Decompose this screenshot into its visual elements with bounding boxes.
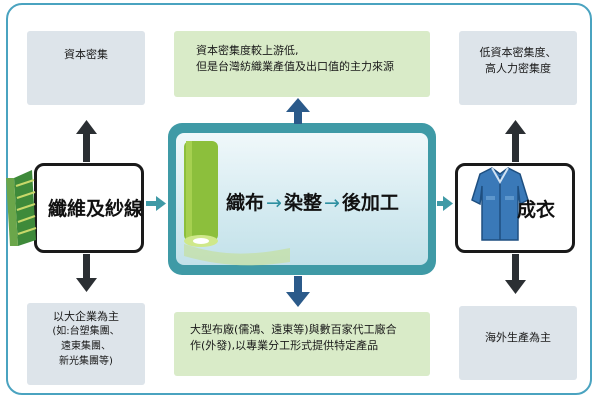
jacket-icon	[471, 167, 529, 241]
center-step-1: 織布	[226, 192, 265, 214]
bottom-right-text: 海外生產為主	[485, 331, 551, 344]
left-stage-label: 纖維及紗線	[48, 198, 144, 220]
top-center-line-1: 資本密集度較上游低,	[196, 44, 299, 57]
top-right-box: 低資本密集度、 高人力密集度	[459, 31, 577, 105]
arrow-left-down	[76, 254, 97, 292]
arrow-center-up	[286, 98, 310, 124]
center-step-2: 染整	[283, 192, 322, 214]
left-stage-box	[34, 163, 144, 253]
bottom-center-line-2: 作(外發),以專業分工形式提供特定產品	[190, 339, 379, 352]
yarn-icon	[6, 170, 37, 246]
arrow-center-down	[286, 276, 310, 307]
arrow-left-up	[76, 120, 97, 162]
top-center-line-2: 但是台灣紡織業產值及出口值的主力來源	[196, 60, 394, 73]
top-center-box: 資本密集度較上游低, 但是台灣紡織業產值及出口值的主力來源	[174, 31, 430, 97]
right-stage-label: 成衣	[517, 199, 556, 221]
top-left-text: 資本密集	[64, 48, 108, 61]
bottom-right-box: 海外生產為主	[459, 306, 577, 380]
bottom-center-line-1: 大型布廠(儒鴻、遠東等)與數百家代工廠合	[190, 323, 397, 336]
arrow-right-up	[505, 120, 526, 162]
bottom-left-box: 以大企業為主 (如:台塑集團、 遠東集團、 新光集團等)	[27, 303, 145, 385]
top-right-line-2: 高人力密集度	[485, 62, 551, 75]
arrow-right-down	[505, 254, 526, 294]
top-left-box: 資本密集	[27, 31, 145, 105]
bottom-left-line-3: 遠東集團、	[61, 341, 111, 352]
bottom-left-line-4: 新光集團等)	[59, 356, 113, 367]
bottom-center-box: 大型布廠(儒鴻、遠東等)與數百家代工廠合 作(外發),以專業分工形式提供特定產品	[174, 312, 430, 376]
arrow-left-to-center	[146, 196, 166, 211]
arrow-center-to-right	[437, 196, 453, 211]
fabric-roll-icon	[184, 141, 290, 266]
bottom-left-line-2: (如:台塑集團、	[52, 326, 120, 337]
center-step-3: 後加工	[341, 192, 399, 214]
center-stage-flow: 織布→染整→後加工	[226, 188, 399, 215]
top-right-line-1: 低資本密集度、	[479, 46, 557, 59]
outer-frame	[6, 3, 592, 395]
flow-arrow-2: →	[323, 192, 340, 214]
flow-arrow-1: →	[266, 192, 282, 214]
bottom-left-line-1: 以大企業為主	[53, 310, 119, 323]
